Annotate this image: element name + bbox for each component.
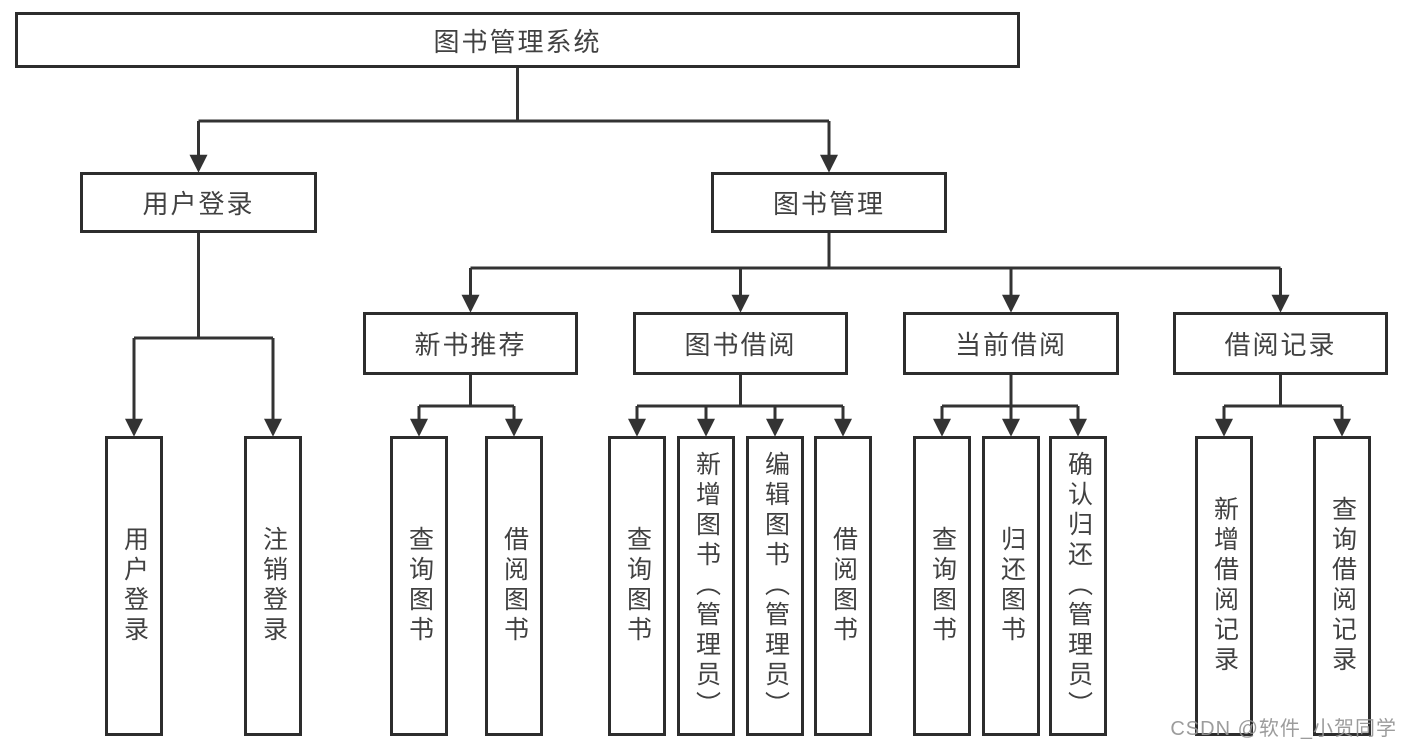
node-user-login: 用户登录 xyxy=(80,172,317,233)
leaf-query-books-current: 查询图书 xyxy=(913,436,971,736)
node-book-management: 图书管理 xyxy=(711,172,947,233)
leaf-label: 查询图书 xyxy=(623,526,652,646)
node-label: 用户登录 xyxy=(142,189,255,219)
connector-rails xyxy=(134,68,1342,408)
leaf-query-books-borrowing: 查询图书 xyxy=(608,436,666,736)
leaf-user-login: 用户登录 xyxy=(105,436,163,736)
leaf-label: 借阅图书 xyxy=(500,526,529,646)
leaf-return-books: 归还图书 xyxy=(982,436,1040,736)
leaf-confirm-return-admin: 确认归还（管理员） xyxy=(1049,436,1107,736)
leaf-edit-books-admin: 编辑图书（管理员） xyxy=(746,436,804,736)
leaf-add-books-admin: 新增图书（管理员） xyxy=(677,436,735,736)
node-label: 新书推荐 xyxy=(414,330,527,360)
leaf-query-borrow-record: 查询借阅记录 xyxy=(1313,436,1371,736)
leaf-query-books-recommend: 查询图书 xyxy=(390,436,448,736)
leaf-label: 新增借阅记录 xyxy=(1210,496,1239,676)
leaf-label: 查询图书 xyxy=(405,526,434,646)
node-current-borrowing: 当前借阅 xyxy=(903,312,1119,375)
leaf-add-borrow-record: 新增借阅记录 xyxy=(1195,436,1253,736)
node-label: 图书管理 xyxy=(772,189,885,219)
node-label: 当前借阅 xyxy=(954,330,1067,360)
node-label: 图书借阅 xyxy=(684,330,797,360)
leaf-label: 用户登录 xyxy=(120,526,149,646)
leaf-borrow-books-recommend: 借阅图书 xyxy=(485,436,543,736)
node-label: 图书管理系统 xyxy=(433,26,602,57)
leaf-label: 查询图书 xyxy=(928,526,957,646)
leaf-logout: 注销登录 xyxy=(244,436,302,736)
node-new-book-recommend: 新书推荐 xyxy=(363,312,578,375)
node-borrowing-records: 借阅记录 xyxy=(1173,312,1388,375)
node-root-system: 图书管理系统 xyxy=(15,12,1020,68)
leaf-label: 编辑图书（管理员） xyxy=(761,451,790,721)
leaf-label: 注销登录 xyxy=(259,526,288,646)
leaf-label: 查询借阅记录 xyxy=(1328,496,1357,676)
csdn-watermark: CSDN @软件_小贺同学 xyxy=(1170,718,1397,740)
node-book-borrowing: 图书借阅 xyxy=(633,312,848,375)
leaf-label: 确认归还（管理员） xyxy=(1064,451,1093,721)
leaf-borrow-books: 借阅图书 xyxy=(814,436,872,736)
leaf-label: 归还图书 xyxy=(997,526,1026,646)
leaf-label: 新增图书（管理员） xyxy=(692,451,721,721)
leaf-label: 借阅图书 xyxy=(829,526,858,646)
node-label: 借阅记录 xyxy=(1224,330,1337,360)
